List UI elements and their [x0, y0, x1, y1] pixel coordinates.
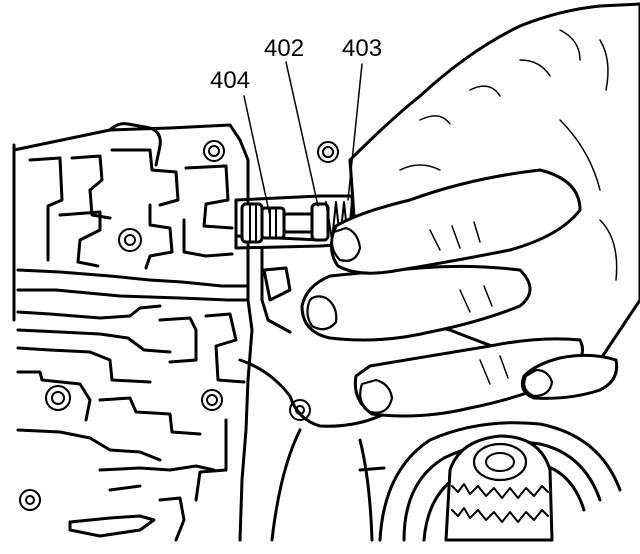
part-404-bore-plug: [240, 202, 286, 244]
part-402-valve: [282, 202, 330, 242]
hand-illustration: [300, 2, 640, 418]
valve-body-casting: [12, 122, 339, 542]
leader-404: [243, 95, 271, 217]
transmission-case: [238, 358, 442, 542]
callout-404: 404: [210, 67, 250, 94]
leader-402: [285, 61, 319, 207]
output-shaft-drum: [378, 421, 622, 542]
leader-403: [347, 63, 363, 201]
callout-402: 402: [264, 35, 304, 62]
callout-403: 403: [342, 35, 382, 62]
callout-leaders: [243, 61, 363, 217]
